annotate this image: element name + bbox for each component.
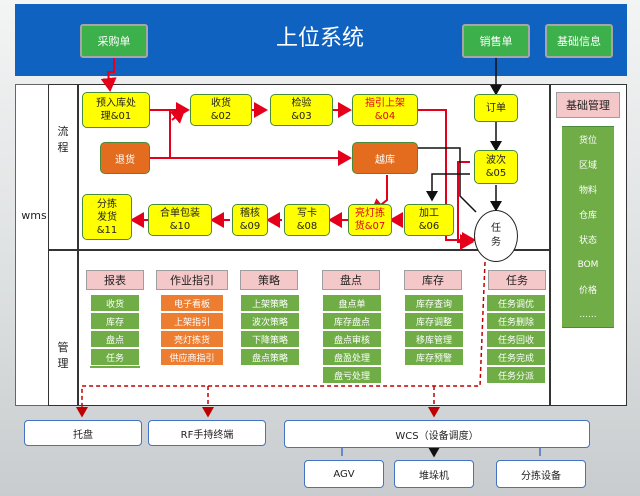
inspect-box[interactable]: 检验 &03 <box>270 94 333 126</box>
module-item[interactable]: 库存调整 <box>404 312 464 330</box>
module-item[interactable]: 任务完成 <box>486 348 546 366</box>
write-card-box[interactable]: 写卡 &08 <box>284 204 330 236</box>
module-item[interactable]: 盘盈处理 <box>322 348 382 366</box>
module-header-task[interactable]: 任务 <box>488 270 546 290</box>
basic-item[interactable]: 状态 <box>562 227 614 252</box>
basic-item[interactable]: BOM <box>562 252 614 277</box>
module-item[interactable]: 上架指引 <box>160 312 224 330</box>
manage-label: 管 理 <box>57 341 69 370</box>
module-item[interactable]: 盘点审核 <box>322 330 382 348</box>
module-item[interactable]: 收货 <box>90 294 140 312</box>
agv-box[interactable]: AGV <box>304 460 384 488</box>
flow-label-cell <box>48 84 78 250</box>
purchase-order-box[interactable]: 采购单 <box>80 24 148 58</box>
module-item[interactable]: 盘点 <box>90 330 140 348</box>
module-item[interactable]: 库存查询 <box>404 294 464 312</box>
flow-label: 流 程 <box>57 125 69 154</box>
process-box[interactable]: 加工 &06 <box>404 204 454 236</box>
receive-box[interactable]: 收货 &02 <box>190 94 252 126</box>
basic-item[interactable]: ...... <box>562 302 614 327</box>
module-item[interactable]: 移库管理 <box>404 330 464 348</box>
wcs-box[interactable]: WCS（设备调度） <box>284 420 590 448</box>
basic-item[interactable]: 仓库 <box>562 202 614 227</box>
arrow-purchase-to-prereceive <box>100 58 117 92</box>
module-item[interactable]: 盘点策略 <box>240 348 300 366</box>
task-ellipse[interactable]: 任 务 <box>474 210 518 262</box>
module-item[interactable]: 库存预警 <box>404 348 464 366</box>
sales-order-box[interactable]: 销售单 <box>462 24 530 58</box>
module-header-strategy[interactable]: 策略 <box>240 270 298 290</box>
return-box[interactable]: 退货 <box>100 142 150 174</box>
order-box[interactable]: 订单 <box>474 94 518 122</box>
basic-item[interactable]: 价格 <box>562 277 614 302</box>
banner-title: 上位系统 <box>275 26 364 51</box>
module-item[interactable]: 任务回收 <box>486 330 546 348</box>
basic-mgmt-header[interactable]: 基础管理 <box>556 92 620 118</box>
module-header-report[interactable]: 报表 <box>86 270 144 290</box>
basic-info-box[interactable]: 基础信息 <box>545 24 613 58</box>
module-item[interactable]: 上架策略 <box>240 294 300 312</box>
pre-receive-box[interactable]: 预入库处 理&01 <box>82 92 150 128</box>
manage-label-cell <box>48 250 78 406</box>
stacker-box[interactable]: 堆垛机 <box>394 460 474 488</box>
light-pick-box[interactable]: 亮灯拣 货&07 <box>348 204 392 236</box>
arrow-wave-to-process <box>426 173 470 202</box>
arrow-branch <box>169 108 186 124</box>
arrow-wave-to-task <box>457 161 474 250</box>
module-item[interactable]: 库存 <box>90 312 140 330</box>
cross-dock-box[interactable]: 越库 <box>352 142 418 174</box>
module-item[interactable]: 盘亏处理 <box>322 366 382 384</box>
basic-item[interactable]: 区域 <box>562 152 614 177</box>
module-item[interactable]: 亮灯拣货 <box>160 330 224 348</box>
module-header-inventory-check[interactable]: 盘点 <box>322 270 380 290</box>
module-item[interactable]: 任务调优 <box>486 294 546 312</box>
module-item[interactable]: 任务删除 <box>486 312 546 330</box>
wave-box[interactable]: 波次 &05 <box>474 150 518 184</box>
module-item[interactable]: 盘点单 <box>322 294 382 312</box>
module-item[interactable]: 任务分派 <box>486 366 546 384</box>
module-item[interactable]: 电子看板 <box>160 294 224 312</box>
wms-label: wms <box>21 208 47 222</box>
sorter-box[interactable]: 分拣设备 <box>496 460 586 488</box>
guide-shelf-box[interactable]: 指引上架 &04 <box>352 94 418 126</box>
rf-terminal-box[interactable]: RF手持终端 <box>148 420 266 446</box>
module-header-stock[interactable]: 库存 <box>404 270 462 290</box>
sort-ship-box[interactable]: 分拣 发货 &11 <box>82 194 132 240</box>
dashed-task-to-tray <box>76 261 486 418</box>
module-item[interactable]: 下降策略 <box>240 330 300 348</box>
merge-pack-box[interactable]: 合单包装 &10 <box>148 204 212 236</box>
module-item[interactable]: 任务 <box>90 348 140 366</box>
module-header-guide[interactable]: 作业指引 <box>156 270 228 290</box>
check-box[interactable]: 稽核 &09 <box>232 204 268 236</box>
tray-box[interactable]: 托盘 <box>24 420 142 446</box>
basic-item[interactable]: 物料 <box>562 177 614 202</box>
arrow-crossdock-to-task <box>418 147 477 213</box>
module-item[interactable]: 供应商指引 <box>160 348 224 366</box>
basic-item[interactable]: 货位 <box>562 127 614 152</box>
module-item[interactable]: 波次策略 <box>240 312 300 330</box>
module-item[interactable]: 库存盘点 <box>322 312 382 330</box>
